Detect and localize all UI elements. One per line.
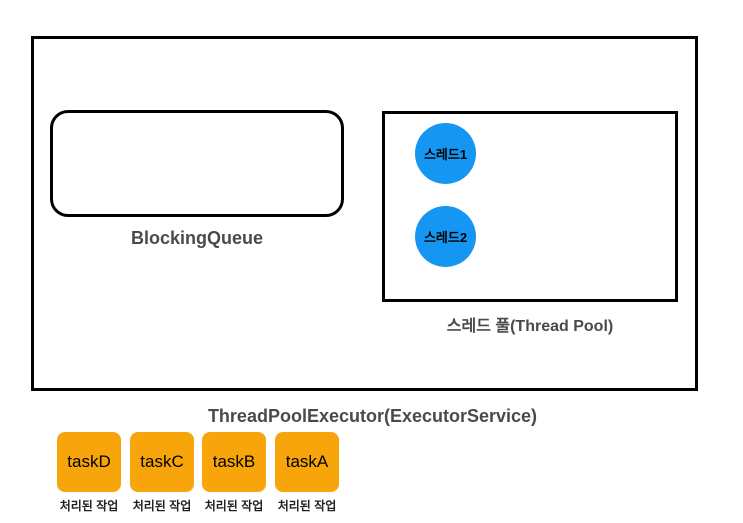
task-c-status: 처리된 작업 (132, 499, 192, 513)
blocking-queue-box (50, 110, 344, 217)
task-a-status: 처리된 작업 (277, 499, 337, 513)
task-b-box: taskB (202, 432, 266, 492)
task-d-box: taskD (57, 432, 121, 492)
executor-box (31, 36, 698, 391)
blocking-queue-label: BlockingQueue (130, 228, 264, 248)
thread-node-2: 스레드2 (415, 206, 476, 267)
thread-pool-box (382, 111, 678, 302)
thread-pool-label: 스레드 풀(Thread Pool) (446, 318, 614, 335)
task-c-box: taskC (130, 432, 194, 492)
task-b-status: 처리된 작업 (204, 499, 264, 513)
executor-label: ThreadPoolExecutor(ExecutorService) (207, 406, 538, 426)
thread-node-1: 스레드1 (415, 123, 476, 184)
task-a-box: taskA (275, 432, 339, 492)
task-d-status: 처리된 작업 (59, 499, 119, 513)
